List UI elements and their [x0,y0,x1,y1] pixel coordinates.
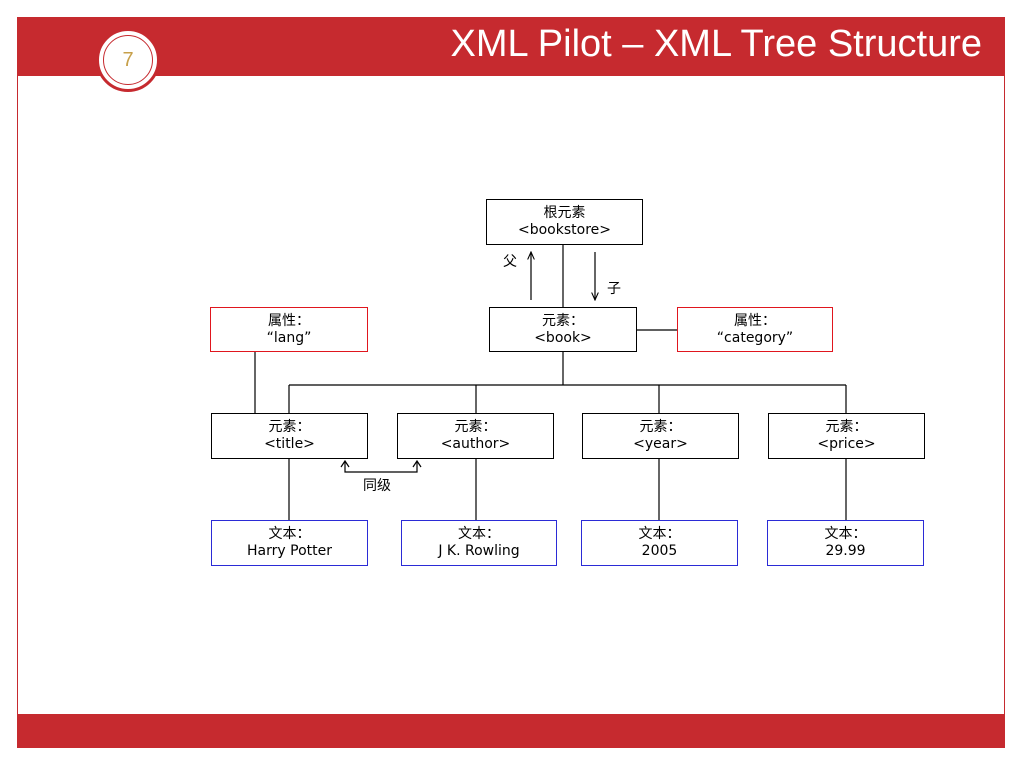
node-label: 属性： [734,312,776,329]
node-value: Harry Potter [247,543,332,559]
year-text-node: 文本： 2005 [581,520,738,566]
child-label: 子 [607,281,621,297]
category-attribute-node: 属性： “category” [677,307,833,352]
node-label: 文本： [458,526,500,542]
lang-attribute-node: 属性： “lang” [210,307,368,352]
node-value: <book> [534,329,592,346]
header-bar [17,17,1005,76]
price-element-node: 元素： <price> [768,413,925,459]
slide-number: 7 [103,35,153,85]
node-label: 元素： [825,419,868,435]
node-label: 根元素 [543,205,586,221]
node-value: “lang” [266,329,312,346]
node-label: 元素： [639,419,682,435]
node-value: J K. Rowling [438,543,520,559]
node-value: <bookstore> [518,222,611,238]
slide-frame [17,17,1005,748]
root-element-node: 根元素 <bookstore> [486,199,643,245]
sibling-arrowhead-right [412,459,422,468]
year-element-node: 元素： <year> [582,413,739,459]
sibling-label: 同级 [363,478,391,494]
slide-title: XML Pilot – XML Tree Structure [450,23,983,65]
title-text-node: 文本： Harry Potter [211,520,368,566]
node-label: 属性： [268,312,310,329]
node-value: <title> [264,436,315,452]
author-text-node: 文本： J K. Rowling [401,520,557,566]
parent-label: 父 [503,254,517,270]
node-label: 文本： [268,526,311,542]
node-value: 2005 [641,543,678,559]
slide-number-badge: 7 [96,28,160,92]
node-value: <year> [633,436,688,452]
price-text-node: 文本： 29.99 [767,520,924,566]
node-label: 元素： [454,419,497,435]
node-label: 元素： [542,312,584,329]
node-value: 29.99 [825,543,866,559]
title-element-node: 元素： <title> [211,413,368,459]
author-element-node: 元素： <author> [397,413,554,459]
node-value: <price> [817,436,876,452]
node-label: 文本： [638,526,681,542]
node-label: 元素： [268,419,311,435]
node-label: 文本： [824,526,867,542]
book-element-node: 元素： <book> [489,307,637,352]
sibling-arrowhead-left [340,459,350,468]
footer-bar [17,714,1005,748]
sibling-arrow [344,462,418,473]
node-value: “category” [716,329,794,346]
node-value: <author> [440,436,511,452]
